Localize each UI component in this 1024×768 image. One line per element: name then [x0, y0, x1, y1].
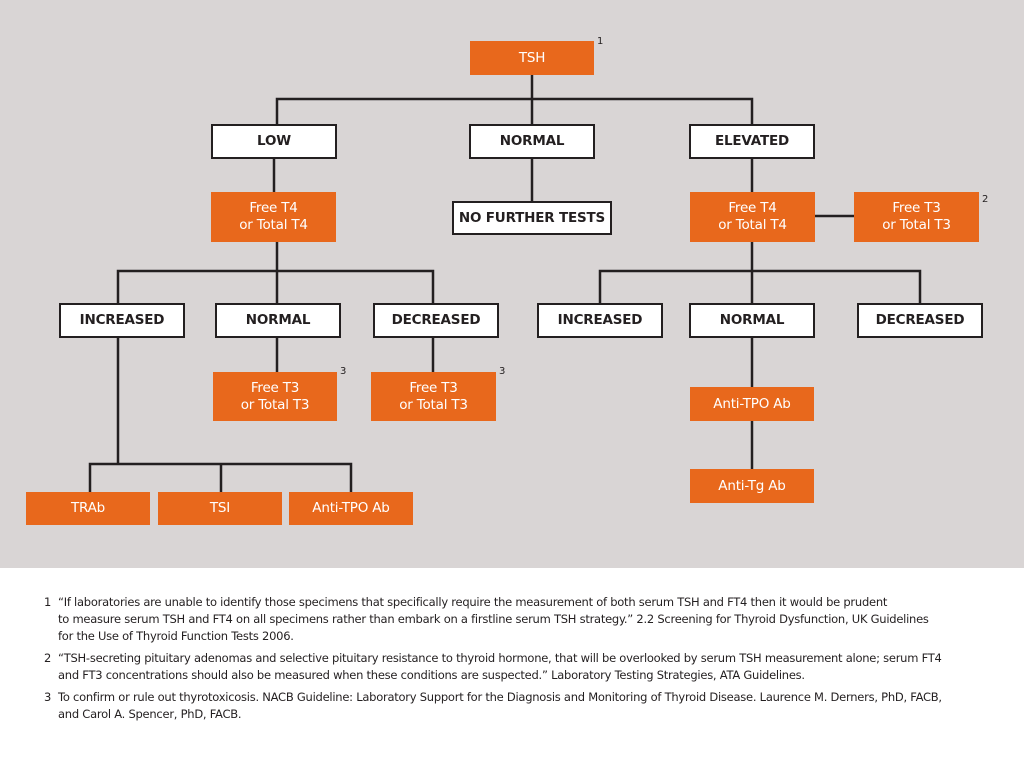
elevated-decreased-node: DECREASED [857, 303, 983, 338]
tsh-node: TSH [470, 41, 594, 75]
elevated-free-t3-line2: or Total T3 [882, 217, 951, 233]
footnote-line: and FT3 concentrations should also be me… [58, 668, 805, 682]
elevated-normal-node: NORMAL [689, 303, 815, 338]
elevated-decreased-label: DECREASED [875, 312, 965, 328]
tsh-normal-node: NORMAL [469, 124, 595, 159]
low-decreased-free-t3-line2: or Total T3 [399, 396, 468, 413]
footnote-line: “If laboratories are unable to identify … [58, 595, 888, 609]
low-free-t4-node: Free T4 or Total T4 [211, 192, 336, 242]
tsh-normal-label: NORMAL [499, 133, 565, 149]
trab-label: TRAb [70, 500, 106, 516]
elevated-anti-tg-node: Anti-Tg Ab [690, 469, 814, 503]
tsh-low-node: LOW [211, 124, 337, 159]
elevated-normal-label: NORMAL [719, 312, 785, 328]
low-normal-free-t3-node: Free T3 or Total T3 [213, 372, 337, 421]
footnote-text: “TSH-secreting pituitary adenomas and se… [58, 650, 1004, 684]
low-decreased-free-t3-line1: Free T3 [409, 379, 458, 396]
footnote-3: 3 To confirm or rule out thyrotoxicosis.… [44, 689, 1004, 723]
footnote-marker-1: 1 [597, 36, 604, 47]
tsi-node: TSI [158, 492, 282, 525]
footnote-number: 1 [44, 595, 52, 609]
low-normal-node: NORMAL [215, 303, 341, 338]
low-increased-node: INCREASED [59, 303, 185, 338]
elevated-anti-tpo-label: Anti-TPO Ab [713, 395, 791, 412]
elevated-free-t3-node: Free T3 or Total T3 [854, 192, 979, 242]
footnote-text: “If laboratories are unable to identify … [58, 594, 1004, 645]
connector-elevated-ft4-results [598, 240, 922, 305]
low-normal-label: NORMAL [245, 312, 311, 328]
trab-node: TRAb [26, 492, 150, 525]
elevated-free-t4-line1: Free T4 [728, 200, 777, 216]
flowchart-connectors [88, 73, 922, 494]
elevated-increased-label: INCREASED [557, 312, 643, 328]
elevated-free-t4-line2: or Total T4 [718, 217, 787, 233]
footnote-line: and Carol A. Spencer, PhD, FACB. [58, 707, 242, 721]
footnote-line: To confirm or rule out thyrotoxicosis. N… [58, 690, 942, 704]
low-normal-free-t3-line2: or Total T3 [240, 396, 310, 413]
connector-low-ft4-results [116, 240, 435, 305]
footnote-line: for the Use of Thyroid Function Tests 20… [58, 629, 294, 643]
footnote-2: 2 “TSH-secreting pituitary adenomas and … [44, 650, 1004, 684]
low-anti-tpo-label: Anti-TPO Ab [312, 500, 390, 516]
low-anti-tpo-node: Anti-TPO Ab [289, 492, 413, 525]
elevated-free-t3-line1: Free T3 [892, 200, 941, 216]
footnote-number: 2 [44, 651, 52, 665]
footnote-marker-3a: 3 [340, 366, 347, 377]
elevated-anti-tpo-node: Anti-TPO Ab [690, 387, 814, 421]
footnote-1: 1 “If laboratories are unable to identif… [44, 594, 1004, 645]
footnote-number: 3 [44, 690, 52, 704]
low-increased-label: INCREASED [79, 312, 165, 328]
tsh-label: TSH [518, 49, 546, 66]
tsh-low-label: LOW [257, 133, 291, 149]
connector-tsh [275, 73, 754, 126]
low-decreased-label: DECREASED [391, 312, 481, 328]
low-normal-free-t3-line1: Free T3 [250, 379, 300, 396]
no-further-tests-node: NO FURTHER TESTS [452, 201, 612, 235]
thyroid-testing-flowchart: TSH 1 LOW NORMAL ELEVATED Free T4 or Tot… [0, 0, 1024, 568]
no-further-tests-label: NO FURTHER TESTS [458, 209, 606, 226]
connector-low-increased-antibodies [88, 335, 353, 494]
footnote-line: to measure serum TSH and FT4 on all spec… [58, 612, 929, 626]
elevated-increased-node: INCREASED [537, 303, 663, 338]
low-free-t4-line1: Free T4 [249, 200, 298, 216]
footnote-text: To confirm or rule out thyrotoxicosis. N… [58, 689, 1004, 723]
tsi-label: TSI [209, 500, 231, 516]
footnotes-section: 1 “If laboratories are unable to identif… [44, 594, 1004, 728]
footnote-line: “TSH-secreting pituitary adenomas and se… [58, 651, 942, 665]
tsh-elevated-label: ELEVATED [714, 133, 789, 149]
footnote-marker-2: 2 [982, 194, 989, 205]
tsh-elevated-node: ELEVATED [689, 124, 815, 159]
low-decreased-free-t3-node: Free T3 or Total T3 [371, 372, 496, 421]
footnote-marker-3b: 3 [499, 366, 506, 377]
elevated-free-t4-node: Free T4 or Total T4 [690, 192, 815, 242]
elevated-anti-tg-label: Anti-Tg Ab [718, 477, 786, 494]
low-free-t4-line2: or Total T4 [239, 217, 308, 233]
low-decreased-node: DECREASED [373, 303, 499, 338]
